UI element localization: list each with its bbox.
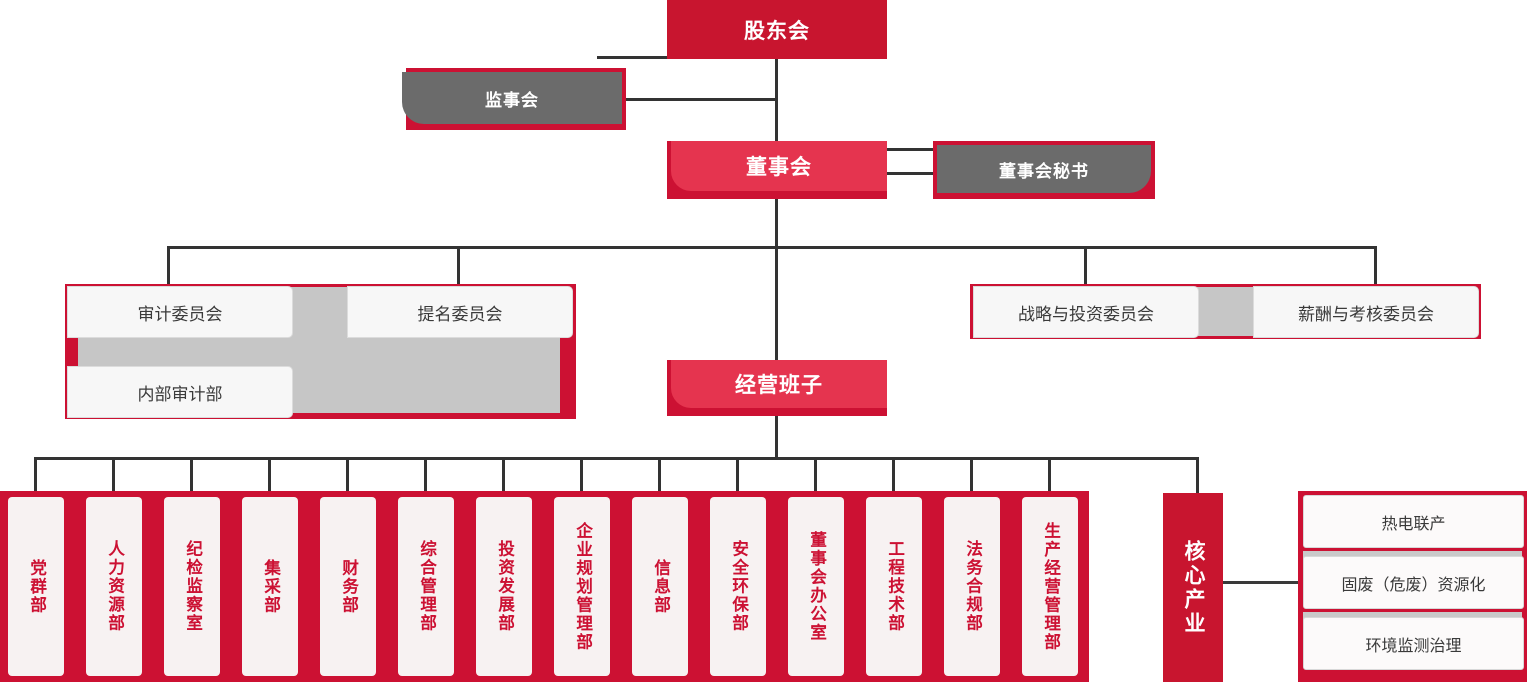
connector-drop-core-industry [1196,457,1199,493]
department-label: 投资发展部 [495,540,514,633]
connector-drop-dept-12 [892,457,895,493]
connector-drop-dept-10 [736,457,739,493]
connector-drop-audit-committee [167,246,170,284]
committee-label: 审计委员会 [137,304,223,324]
department-box-5[interactable]: 财务部 [320,497,376,676]
connector-board-down [775,198,778,248]
department-box-14[interactable]: 生产经营管理部 [1022,497,1078,676]
node-label: 董事会秘书 [999,161,1089,181]
connector-drop-dept-8 [580,457,583,493]
industry-label: 固废（危废）资源化 [1341,576,1486,594]
department-label: 企业规划管理部 [573,521,592,652]
committee-audit[interactable]: 审计委员会 [67,286,293,338]
connector-shareholders-to-board [775,58,778,168]
department-box-11[interactable]: 董事会办公室 [788,497,844,676]
connector-drop-dept-7 [502,457,505,493]
department-box-12[interactable]: 工程技术部 [866,497,922,676]
node-board-secretary[interactable]: 董事会秘书 [937,145,1151,193]
node-shareholders-meeting[interactable]: 股东会 [667,0,887,59]
department-label: 信息部 [651,558,670,615]
industry-label: 热电联产 [1381,515,1446,533]
committee-label: 战略与投资委员会 [1018,304,1154,324]
committee-label: 薪酬与考核委员会 [1298,304,1434,324]
department-box-13[interactable]: 法务合规部 [944,497,1000,676]
connector-drop-dept-5 [346,457,349,493]
node-label: 核心产业 [1182,539,1205,636]
department-label: 生产经营管理部 [1041,521,1060,652]
department-label: 财务部 [339,558,358,615]
department-box-2[interactable]: 人力资源部 [86,497,142,676]
department-label: 纪检监察室 [183,540,202,633]
committee-nomination[interactable]: 提名委员会 [347,286,573,338]
connector-drop-dept-11 [814,457,817,493]
node-management[interactable]: 经营班子 [671,360,887,408]
department-label: 工程技术部 [885,540,904,633]
committee-label: 提名委员会 [417,304,503,324]
connector-drop-strategy-committee [1084,246,1087,284]
department-box-7[interactable]: 投资发展部 [476,497,532,676]
department-label: 集采部 [261,558,280,615]
connector-drop-dept-14 [1048,457,1051,493]
department-label: 综合管理部 [417,540,436,633]
node-core-industry[interactable]: 核心产业 [1163,493,1223,682]
connector-drop-dept-3 [190,457,193,493]
node-supervisory-board[interactable]: 监事会 [402,72,622,124]
department-label: 董事会办公室 [807,531,826,642]
node-label: 经营班子 [735,374,823,397]
connector-drop-dept-2 [112,457,115,493]
connector-drop-remuneration-committee [1374,246,1377,284]
connector-board-to-secretary-top [886,148,936,151]
department-label: 党群部 [27,558,46,615]
node-label: 股东会 [744,19,810,43]
connector-supervisory-to-spine [625,98,777,101]
department-box-10[interactable]: 安全环保部 [710,497,766,676]
node-label: 董事会 [746,156,812,179]
department-box-8[interactable]: 企业规划管理部 [554,497,610,676]
connector-drop-dept-9 [658,457,661,493]
department-box-9[interactable]: 信息部 [632,497,688,676]
connector-department-bus [34,457,1199,460]
industry-box-3[interactable]: 环境监测治理 [1303,617,1524,670]
department-box-4[interactable]: 集采部 [242,497,298,676]
connector-management-down [775,415,778,459]
connector-board-to-secretary [886,172,936,175]
department-label: 安全环保部 [729,540,748,633]
industry-box-2[interactable]: 固废（危废）资源化 [1303,556,1524,609]
committee-label: 内部审计部 [137,384,223,404]
committee-remuneration-assessment[interactable]: 薪酬与考核委员会 [1253,286,1479,338]
department-label: 人力资源部 [105,540,124,633]
industry-label: 环境监测治理 [1365,637,1462,655]
department-label: 法务合规部 [963,540,982,633]
department-box-3[interactable]: 纪检监察室 [164,497,220,676]
connector-spine-to-management [775,246,778,360]
department-internal-audit[interactable]: 内部审计部 [67,366,293,418]
industry-box-1[interactable]: 热电联产 [1303,495,1524,548]
node-board-of-directors[interactable]: 董事会 [671,141,887,191]
connector-drop-dept-13 [970,457,973,493]
connector-drop-dept-1 [34,457,37,493]
connector-core-stub [1221,581,1328,584]
node-label: 监事会 [485,90,539,110]
connector-drop-dept-4 [268,457,271,493]
committee-strategy-investment[interactable]: 战略与投资委员会 [973,286,1199,338]
industry-divider-1 [1303,551,1522,559]
industry-divider-2 [1303,612,1522,620]
department-box-1[interactable]: 党群部 [8,497,64,676]
department-box-6[interactable]: 综合管理部 [398,497,454,676]
connector-committee-bus [167,246,1377,249]
connector-drop-dept-6 [424,457,427,493]
connector-drop-nomination-committee [457,246,460,284]
